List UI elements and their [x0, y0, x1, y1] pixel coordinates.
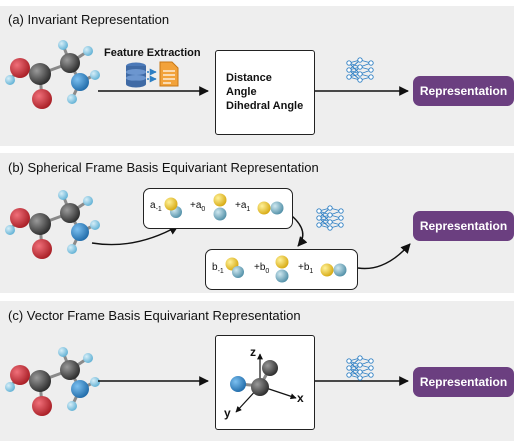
coefficient-b-0: +b0: [254, 262, 270, 275]
axis-label-y: y: [224, 406, 231, 420]
feature-angle: Angle: [226, 86, 257, 98]
feature-distance: Distance: [226, 72, 272, 84]
arrow-to-a-coefficients: [91, 225, 179, 246]
feature-dihedral-angle: Dihedral Angle: [226, 100, 304, 112]
orbital-icon: [164, 197, 182, 218]
axis-label-x: x: [297, 391, 304, 405]
panel-title-invariant: (a) Invariant Representation: [8, 12, 170, 27]
orbital-icon: [257, 201, 284, 215]
database-icon: [126, 62, 146, 88]
axis-label-z: z: [250, 345, 256, 359]
panel-title-spherical: (b) Spherical Frame Basis Equivariant Re…: [8, 160, 319, 175]
panel-title-vector: (c) Vector Frame Basis Equivariant Repre…: [8, 308, 301, 323]
feature-extraction-label: Feature Extraction: [104, 47, 201, 59]
coefficient-a-1: +a1: [235, 200, 251, 213]
coefficient-b-neg1: b-1: [212, 262, 224, 275]
document-icon: [159, 61, 179, 87]
coefficient-a-0: +a0: [190, 200, 206, 213]
coefficient-b-1: +b1: [298, 262, 314, 275]
orbital-icon: [320, 263, 347, 277]
frame-atom-nitrogen: [230, 376, 246, 392]
orbital-icon: [275, 255, 289, 283]
arrow-a-to-b: [291, 215, 308, 247]
orbital-icon: [225, 257, 244, 278]
arrow-to-representation-b: [357, 243, 411, 270]
frame-atom-center: [251, 378, 269, 396]
representation-output-c: Representation: [413, 367, 514, 397]
representation-output-b: Representation: [413, 211, 514, 241]
invariant-features-box: Distance Angle Dihedral Angle: [215, 50, 315, 135]
frame-atom-carbon: [262, 360, 278, 376]
orbital-icon: [213, 193, 227, 221]
representation-output-a: Representation: [413, 76, 514, 106]
coefficient-a-neg1: a-1: [150, 200, 162, 213]
